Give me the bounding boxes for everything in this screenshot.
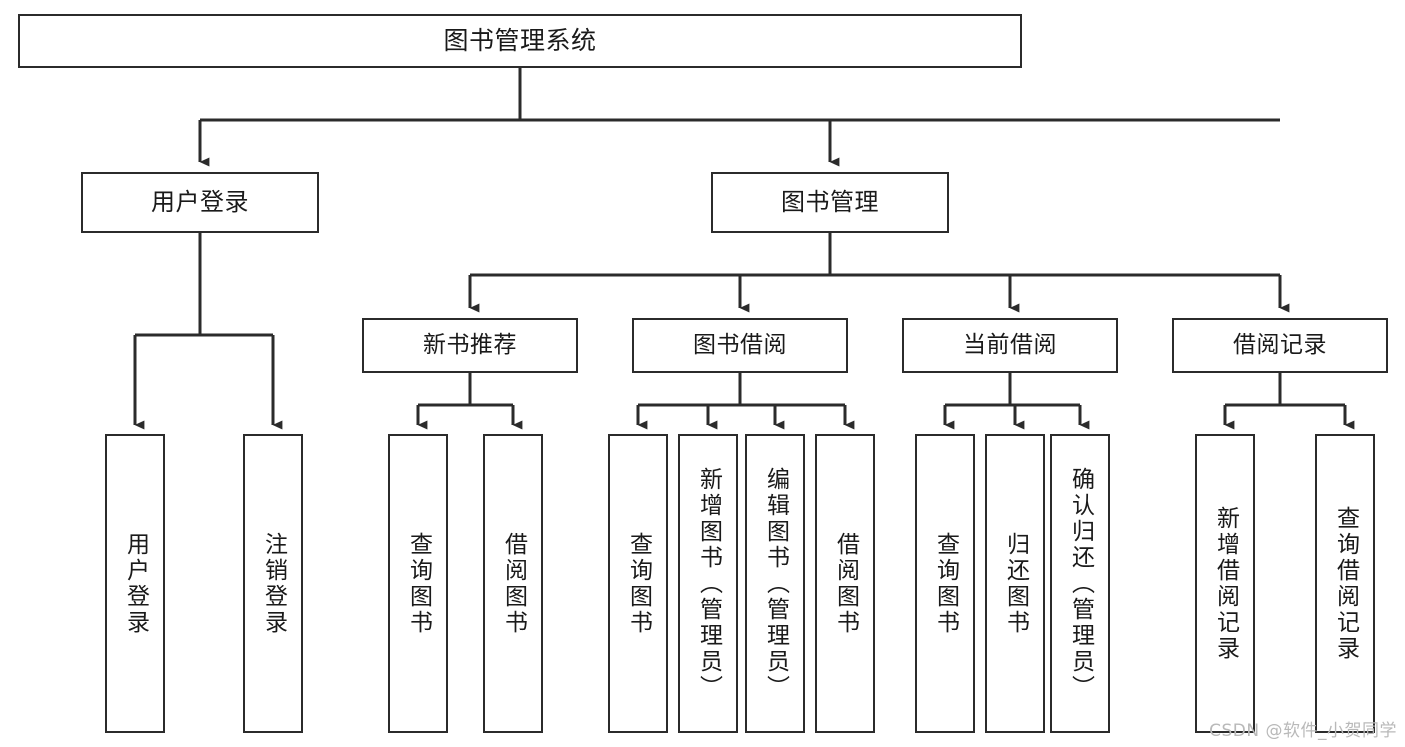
node-leaf-query-book-2[interactable]: 查询图书: [608, 434, 668, 733]
node-leaf-borrow-book-1-label: 借阅图书: [500, 531, 527, 636]
node-leaf-edit-book[interactable]: 编辑图书（管理员）: [745, 434, 805, 733]
node-leaf-user-login[interactable]: 用户登录: [105, 434, 165, 733]
node-borrow-record-label: 借阅记录: [1233, 331, 1327, 358]
node-root[interactable]: 图书管理系统: [18, 14, 1022, 68]
node-leaf-edit-book-label: 编辑图书（管理员）: [762, 466, 789, 701]
node-current-borrow-label: 当前借阅: [963, 331, 1057, 358]
node-new-book-recommend-label: 新书推荐: [423, 331, 517, 358]
node-leaf-query-book-3-label: 查询图书: [932, 531, 959, 636]
node-leaf-logout-label: 注销登录: [260, 531, 287, 636]
node-book-management-label: 图书管理: [781, 188, 879, 217]
node-new-book-recommend[interactable]: 新书推荐: [362, 318, 578, 373]
node-leaf-borrow-book-2-label: 借阅图书: [832, 531, 859, 636]
node-leaf-logout[interactable]: 注销登录: [243, 434, 303, 733]
node-leaf-add-record[interactable]: 新增借阅记录: [1195, 434, 1255, 733]
node-leaf-query-book-1-label: 查询图书: [405, 531, 432, 636]
node-leaf-borrow-book-1[interactable]: 借阅图书: [483, 434, 543, 733]
node-borrow-record[interactable]: 借阅记录: [1172, 318, 1388, 373]
node-leaf-return-book-label: 归还图书: [1002, 531, 1029, 636]
node-book-borrow[interactable]: 图书借阅: [632, 318, 848, 373]
node-user-login-label: 用户登录: [151, 188, 249, 217]
node-book-management[interactable]: 图书管理: [711, 172, 949, 233]
node-leaf-return-book[interactable]: 归还图书: [985, 434, 1045, 733]
node-current-borrow[interactable]: 当前借阅: [902, 318, 1118, 373]
node-leaf-query-book-1[interactable]: 查询图书: [388, 434, 448, 733]
node-leaf-borrow-book-2[interactable]: 借阅图书: [815, 434, 875, 733]
node-leaf-query-record[interactable]: 查询借阅记录: [1315, 434, 1375, 733]
node-leaf-add-record-label: 新增借阅记录: [1212, 505, 1239, 662]
node-leaf-user-login-label: 用户登录: [122, 531, 149, 636]
node-user-login[interactable]: 用户登录: [81, 172, 319, 233]
node-leaf-add-book-label: 新增图书（管理员）: [695, 466, 722, 701]
node-book-borrow-label: 图书借阅: [693, 331, 787, 358]
node-leaf-query-record-label: 查询借阅记录: [1332, 505, 1359, 662]
node-leaf-confirm-return-label: 确认归还（管理员）: [1067, 466, 1094, 701]
node-leaf-query-book-2-label: 查询图书: [625, 531, 652, 636]
node-leaf-confirm-return[interactable]: 确认归还（管理员）: [1050, 434, 1110, 733]
node-root-label: 图书管理系统: [443, 26, 597, 56]
node-leaf-add-book[interactable]: 新增图书（管理员）: [678, 434, 738, 733]
csdn-watermark: CSDN @软件_小贺同学: [1209, 721, 1397, 741]
node-leaf-query-book-3[interactable]: 查询图书: [915, 434, 975, 733]
